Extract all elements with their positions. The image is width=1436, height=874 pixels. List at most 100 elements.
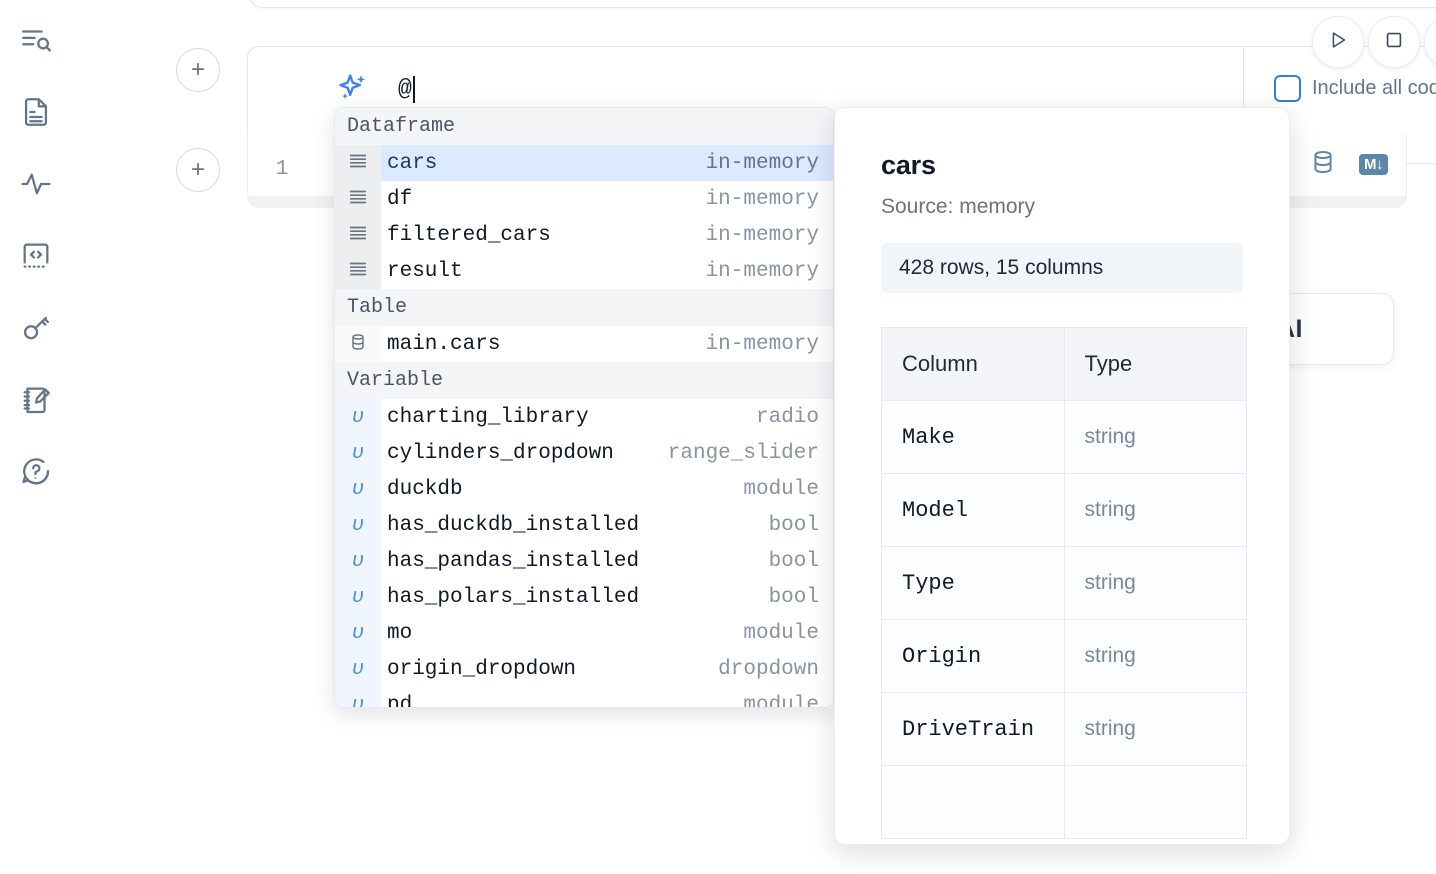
sidebar-item-snippets[interactable]: [14, 234, 58, 278]
scratchpad-icon: [19, 383, 53, 417]
mention-autocomplete-list[interactable]: Dataframe cars in-memory df in-memory filtere…: [334, 107, 834, 708]
stop-square-icon: [1383, 29, 1405, 56]
sidebar-item-secrets[interactable]: [14, 306, 58, 350]
mention-item-icon: υ: [335, 579, 381, 615]
play-icon: [1327, 29, 1349, 56]
mention-item-type: module: [743, 621, 819, 645]
dataframe-rows-icon: [347, 258, 369, 285]
mention-item-name: charting_library: [387, 405, 589, 429]
include-all-code-label: Include all code: [1312, 77, 1436, 99]
preview-source: Source: memory: [881, 195, 1036, 218]
activity-icon: [19, 167, 53, 201]
previous-cell-edge: [250, 0, 1436, 8]
mention-item-icon: [335, 181, 381, 217]
sidebar-item-activity[interactable]: [14, 162, 58, 206]
database-icon[interactable]: [1309, 148, 1337, 181]
add-cell-button-top[interactable]: +: [176, 48, 220, 92]
key-icon: [19, 311, 53, 345]
preview-title: cars: [881, 150, 936, 180]
mention-item-name: df: [387, 187, 413, 211]
mention-list-item[interactable]: υ origin_dropdown dropdown: [335, 651, 833, 687]
mention-list-item[interactable]: υ charting_library radio: [335, 399, 833, 435]
mention-item-icon: [335, 145, 381, 181]
mention-item-name: has_polars_installed: [387, 585, 640, 609]
upsilon-variable-icon: υ: [351, 513, 364, 537]
dataframe-rows-icon: [347, 222, 369, 249]
mention-item-icon: υ: [335, 507, 381, 543]
mention-item-type: range_slider: [667, 441, 819, 465]
mention-list-item[interactable]: df in-memory: [335, 181, 833, 217]
schema-column-type: string: [1063, 400, 1247, 474]
mention-item-name: cars: [387, 151, 438, 175]
sidebar-item-file[interactable]: [14, 90, 58, 134]
include-all-code-option[interactable]: Include all code: [1274, 75, 1436, 102]
mention-item-name: mo: [387, 621, 413, 645]
table-row: [881, 765, 1247, 839]
mention-item-type: in-memory: [705, 187, 819, 211]
outline-search-icon: [19, 23, 53, 57]
dataframe-rows-icon: [347, 150, 369, 177]
code-snippet-icon: [19, 239, 53, 273]
mention-item-type: in-memory: [705, 151, 819, 175]
ai-prompt-input[interactable]: @: [398, 69, 1138, 109]
upsilon-variable-icon: υ: [351, 405, 364, 429]
plus-icon: +: [190, 56, 205, 83]
add-cell-button-below[interactable]: +: [176, 148, 220, 192]
schema-column-name: Origin: [881, 619, 1065, 693]
mention-list-item[interactable]: υ has_duckdb_installed bool: [335, 507, 833, 543]
schema-column-type: string: [1063, 692, 1247, 766]
mention-item-type: radio: [755, 405, 819, 429]
schema-column-name: DriveTrain: [881, 692, 1065, 766]
schema-column-type: [1063, 765, 1247, 839]
mention-item-name: has_duckdb_installed: [387, 513, 640, 537]
mention-item-type: bool: [768, 513, 819, 537]
mention-group-header: Dataframe: [335, 108, 833, 145]
cell-toolbar: M↓: [1309, 148, 1388, 181]
include-all-code-checkbox[interactable]: [1274, 75, 1301, 102]
plus-icon: +: [190, 156, 205, 183]
sidebar-item-help[interactable]: [14, 450, 58, 494]
table-header-row: Column Type: [881, 327, 1247, 401]
help-chat-icon: [19, 455, 53, 489]
mention-item-type: module: [743, 477, 819, 501]
mention-item-icon: υ: [335, 543, 381, 579]
sidebar-item-outline[interactable]: [14, 18, 58, 62]
schema-column-name: [881, 765, 1065, 839]
markdown-down-icon[interactable]: M↓: [1359, 153, 1388, 175]
sidebar-item-scratchpad[interactable]: [14, 378, 58, 422]
mention-item-icon: υ: [335, 471, 381, 507]
stop-cell-button[interactable]: [1368, 16, 1420, 68]
run-cell-button[interactable]: [1312, 16, 1364, 68]
upsilon-variable-icon: υ: [351, 549, 364, 573]
left-icon-rail: [0, 0, 72, 874]
mention-item-name: main.cars: [387, 332, 501, 356]
mention-item-type: in-memory: [705, 259, 819, 283]
dataframe-rows-icon: [347, 186, 369, 213]
dataframe-preview-panel: cars Source: memory 428 rows, 15 columns…: [834, 107, 1290, 845]
upsilon-variable-icon: υ: [351, 621, 364, 645]
mention-item-type: dropdown: [718, 657, 819, 681]
mention-list-item[interactable]: result in-memory: [335, 253, 833, 289]
upsilon-variable-icon: υ: [351, 477, 364, 501]
mention-item-type: bool: [768, 585, 819, 609]
sparkle-icon: [336, 71, 370, 105]
preview-shape-badge: 428 rows, 15 columns: [881, 243, 1243, 293]
mention-item-icon: υ: [335, 399, 381, 435]
mention-item-name: result: [387, 259, 463, 283]
file-text-icon: [19, 95, 53, 129]
ai-bar-divider: [1243, 47, 1244, 165]
mention-item-name: origin_dropdown: [387, 657, 577, 681]
upsilon-variable-icon: υ: [351, 657, 364, 681]
mention-list-item[interactable]: cars in-memory: [335, 145, 833, 181]
